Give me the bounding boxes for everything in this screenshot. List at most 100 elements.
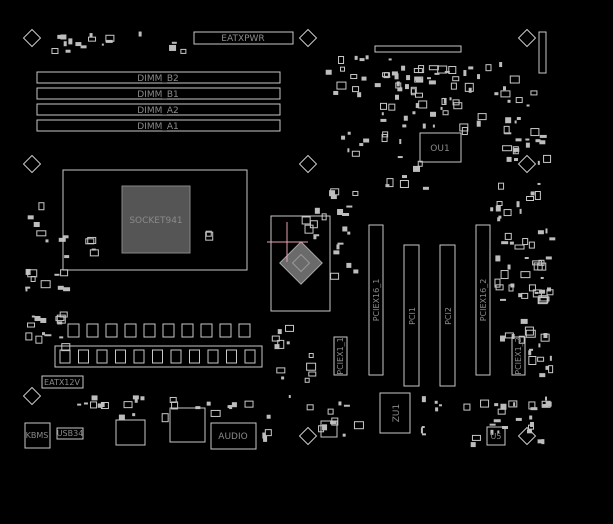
usb34-label: USB34 <box>57 429 84 438</box>
smd-pad <box>516 201 520 208</box>
smd-pad <box>540 276 544 279</box>
smd-pad <box>421 433 426 436</box>
smd-pad <box>330 195 337 200</box>
component <box>410 88 416 96</box>
pciex16-2-slot[interactable]: PCIEX16_2 <box>475 224 491 376</box>
component <box>459 123 469 132</box>
pciex1-2-slot[interactable]: PCIEX1_2 <box>511 336 526 376</box>
component <box>353 421 364 430</box>
component <box>336 81 347 90</box>
smd-pad <box>505 117 512 124</box>
component <box>410 86 417 94</box>
component <box>530 90 538 96</box>
component <box>534 190 541 200</box>
smd-pad <box>77 403 82 406</box>
kbms-connector[interactable]: KBMS <box>24 422 51 449</box>
component <box>271 335 280 342</box>
smd-pad <box>206 401 211 406</box>
pci2-slot[interactable]: PCI2 <box>439 244 456 387</box>
smd-pad <box>363 138 370 143</box>
component <box>520 271 531 279</box>
lan-usb-connector[interactable] <box>115 419 146 446</box>
smd-pad <box>64 255 70 259</box>
smd-pad <box>394 94 399 100</box>
smd-pad <box>538 343 541 348</box>
component <box>88 36 97 42</box>
component <box>386 178 394 188</box>
smd-pad <box>542 404 549 408</box>
smd-pad <box>329 190 336 197</box>
smd-pad <box>316 234 320 237</box>
component <box>395 82 402 89</box>
component <box>546 289 554 296</box>
smd-pad <box>89 33 93 38</box>
smd-pad <box>101 43 104 46</box>
pci1-label: PCI1 <box>408 307 417 325</box>
pci1-slot[interactable]: PCI1 <box>403 244 420 387</box>
dimm-b2-slot[interactable]: DIMM_B2 <box>36 71 281 84</box>
smd-pad <box>40 317 47 323</box>
smd-pad <box>263 435 268 442</box>
inductor <box>162 323 175 338</box>
smd-pad <box>545 396 548 401</box>
smd-pad <box>545 228 548 234</box>
smd-pad <box>91 248 96 251</box>
component <box>205 231 214 241</box>
mosfet <box>152 349 163 364</box>
usb-connector[interactable] <box>169 407 206 443</box>
smd-pad <box>342 433 346 437</box>
dimm-a2-slot[interactable]: DIMM_A2 <box>36 103 281 116</box>
smd-pad <box>281 376 285 380</box>
chipset[interactable] <box>270 215 331 312</box>
right-header[interactable] <box>538 31 547 74</box>
smd-pad <box>537 439 543 444</box>
u5-chip[interactable]: U5 <box>486 426 506 446</box>
audio-connector[interactable]: AUDIO <box>210 422 257 450</box>
dimm-a1-slot[interactable]: DIMM_A1 <box>36 119 281 132</box>
smd-pad <box>537 182 541 185</box>
mounting-hole-icon <box>22 154 42 174</box>
mosfet <box>170 349 182 364</box>
component <box>51 48 59 55</box>
zu1-chip[interactable]: ZU1 <box>379 392 411 434</box>
smd-pad <box>443 98 446 104</box>
smd-pad <box>513 402 516 407</box>
dimm-b1-slot[interactable]: DIMM_B1 <box>36 87 281 100</box>
smd-pad <box>528 350 532 356</box>
eatxpwr-connector[interactable]: EATXPWR <box>193 31 294 45</box>
pciex16-1-slot[interactable]: PCIEX16_1 <box>368 224 384 376</box>
smd-pad <box>422 186 429 190</box>
smd-pad <box>470 442 476 448</box>
smd-pad <box>44 334 52 337</box>
io-chip[interactable] <box>320 420 338 438</box>
smd-pad <box>490 429 494 435</box>
smd-pad <box>468 66 474 70</box>
smd-pad <box>489 423 496 426</box>
pciex1-1-slot[interactable]: PCIEX1_1 <box>333 336 348 376</box>
component <box>515 97 523 104</box>
smd-pad <box>58 237 66 242</box>
smd-pad <box>396 81 400 87</box>
mosfet <box>207 349 219 364</box>
smd-pad <box>65 49 71 53</box>
smd-pad <box>412 111 416 115</box>
smd-pad <box>545 256 552 260</box>
usb34-connector[interactable]: USB34 <box>56 427 84 440</box>
component <box>308 371 317 377</box>
eatx12v-connector[interactable]: EATX12V <box>41 375 84 389</box>
component <box>27 322 36 328</box>
smd-pad <box>169 44 177 51</box>
smd-pad <box>63 41 67 47</box>
component <box>502 145 513 152</box>
component <box>350 74 358 80</box>
component <box>526 196 535 202</box>
ou1-chip[interactable]: OU1 <box>419 132 462 163</box>
inductor <box>124 323 137 338</box>
cpu-socket[interactable]: SOCKET941 <box>62 169 248 271</box>
component <box>309 220 318 229</box>
top-header[interactable] <box>374 45 462 53</box>
smd-pad <box>57 321 63 325</box>
smd-pad <box>529 415 533 420</box>
smd-pad <box>534 291 539 294</box>
